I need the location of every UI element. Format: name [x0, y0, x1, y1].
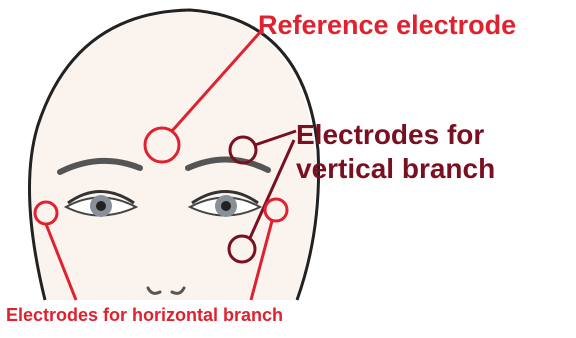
- vertical-branch-label: Electrodes for vertical branch: [296, 118, 495, 186]
- reference-electrode-label: Reference electrode: [258, 10, 516, 41]
- horizontal-branch-label: Electrodes for horizontal branch: [6, 305, 283, 326]
- vertical-branch-label-line2: vertical branch: [296, 152, 495, 186]
- vertical-branch-label-line1: Electrodes for: [296, 118, 495, 152]
